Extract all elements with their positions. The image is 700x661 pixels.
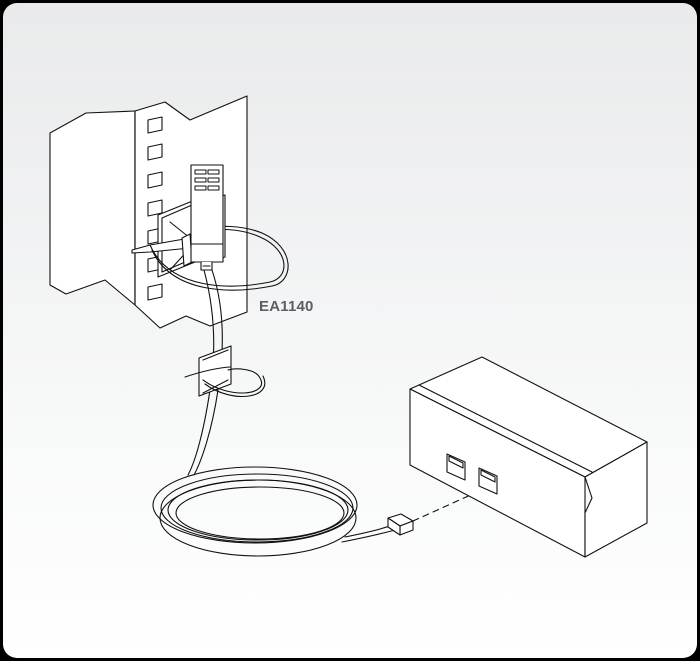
unit-vent-slots: [194, 169, 220, 191]
device-label: EA1140: [259, 298, 314, 315]
installation-illustration: [49, 95, 648, 558]
connection-guide-dashed: [412, 492, 476, 522]
cable-tie-mount-lower: [184, 345, 266, 397]
rail-holes: [147, 116, 163, 301]
cable-tie-mount-upper: [131, 199, 196, 278]
network-port-2: [478, 467, 498, 495]
diagram-panel: EA1140: [3, 3, 697, 658]
cable-tie-loop-upper: [149, 228, 285, 287]
network-port-1: [446, 453, 466, 481]
network-device: [409, 356, 648, 558]
coiled-cable: [152, 466, 396, 557]
rj45-connector: [387, 513, 414, 536]
ea1140-unit: [190, 164, 226, 271]
